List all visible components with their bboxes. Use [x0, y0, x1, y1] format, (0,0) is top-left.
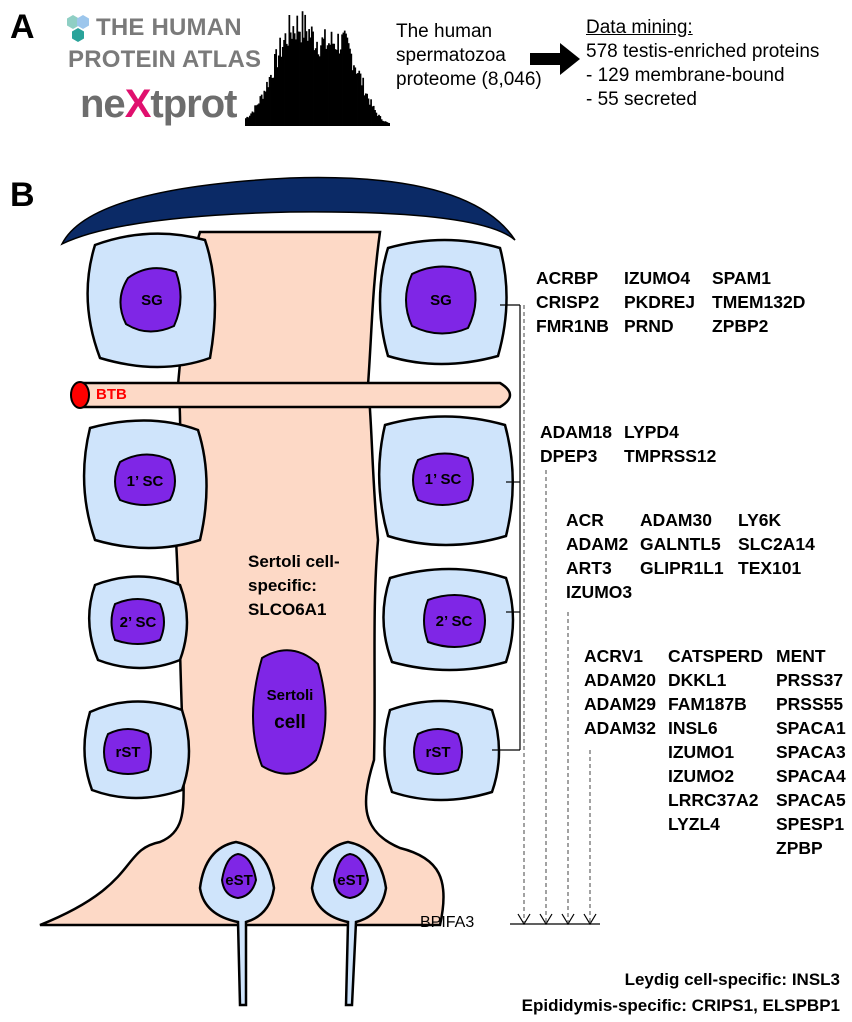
- gene-name: PKDREJ: [624, 290, 695, 314]
- gene-name: ZPBP: [776, 836, 846, 860]
- label-sg-left: SG: [141, 292, 163, 309]
- btb-marker: [71, 382, 89, 408]
- gene-column-3-1: ACRADAM2ART3IZUMO3: [566, 508, 632, 604]
- gene-name: ADAM29: [584, 692, 656, 716]
- gene-name: LYPD4: [624, 420, 716, 444]
- gene-name: LRRC37A2: [668, 788, 763, 812]
- gene-name: DKKL1: [668, 668, 763, 692]
- gene-name: ADAM32: [584, 716, 656, 740]
- label-est-left: eST: [225, 872, 253, 889]
- gene-name: FAM187B: [668, 692, 763, 716]
- gene-name: ACRBP: [536, 266, 609, 290]
- gene-column-4-3: MENTPRSS37PRSS55SPACA1SPACA3SPACA4SPACA5…: [776, 644, 846, 860]
- gene-name: IZUMO2: [668, 764, 763, 788]
- gene-column-1-2: IZUMO4PKDREJPRND: [624, 266, 695, 338]
- gene-name: SPAM1: [712, 266, 805, 290]
- label-sc1-right: 1’ SC: [425, 471, 462, 488]
- gene-name: SPACA5: [776, 788, 846, 812]
- label-rst-left: rST: [115, 744, 140, 761]
- gene-name: TEX101: [738, 556, 815, 580]
- gene-name: ADAM20: [584, 668, 656, 692]
- gene-column-4-1: ACRV1ADAM20ADAM29ADAM32: [584, 644, 656, 740]
- gene-name: GLIPR1L1: [640, 556, 724, 580]
- gene-name: ACR: [566, 508, 632, 532]
- label-sc2-left: 2’ SC: [120, 614, 157, 631]
- label-sc1-left: 1’ SC: [127, 473, 164, 490]
- gene-name: ART3: [566, 556, 632, 580]
- gene-name: GALNTL5: [640, 532, 724, 556]
- gene-column-1-1: ACRBPCRISP2FMR1NB: [536, 266, 609, 338]
- gene-name: LY6K: [738, 508, 815, 532]
- label-est-right: eST: [337, 872, 365, 889]
- bpifa3-label: BPIFA3: [420, 914, 474, 932]
- gene-column-3-2: ADAM30GALNTL5GLIPR1L1: [640, 508, 724, 580]
- gene-column-1-3: SPAM1TMEM132DZPBP2: [712, 266, 805, 338]
- label-sertoli-line1: Sertoli: [267, 687, 314, 704]
- arrowheads: [518, 914, 596, 924]
- gene-column-3-3: LY6KSLC2A14TEX101: [738, 508, 815, 580]
- gene-name: ACRV1: [584, 644, 656, 668]
- gene-name: ADAM2: [566, 532, 632, 556]
- sertoli-specific-line-1: Sertoli cell-: [248, 550, 340, 574]
- gene-name: MENT: [776, 644, 846, 668]
- gene-name: PRSS55: [776, 692, 846, 716]
- sertoli-specific-line-2: specific:: [248, 574, 340, 598]
- gene-name: SPESP1: [776, 812, 846, 836]
- gene-name: ADAM30: [640, 508, 724, 532]
- label-sg-right: SG: [430, 292, 452, 309]
- gene-name: FMR1NB: [536, 314, 609, 338]
- label-sc2-right: 2’ SC: [436, 613, 473, 630]
- gene-name: ZPBP2: [712, 314, 805, 338]
- gene-name: IZUMO1: [668, 740, 763, 764]
- gene-name: PRND: [624, 314, 695, 338]
- sertoli-specific: Sertoli cell- specific: SLCO6A1: [248, 550, 340, 622]
- gene-name: TMPRSS12: [624, 444, 716, 468]
- gene-name: CATSPERD: [668, 644, 763, 668]
- gene-name: INSL6: [668, 716, 763, 740]
- gene-name: TMEM132D: [712, 290, 805, 314]
- gene-name: PRSS37: [776, 668, 846, 692]
- gene-name: IZUMO4: [624, 266, 695, 290]
- gene-name: DPEP3: [540, 444, 612, 468]
- gene-name: SLC2A14: [738, 532, 815, 556]
- label-sertoli-line2: cell: [274, 712, 306, 733]
- gene-name: SPACA1: [776, 716, 846, 740]
- gene-name: LYZL4: [668, 812, 763, 836]
- gene-name: IZUMO3: [566, 580, 632, 604]
- btb-label: BTB: [96, 386, 127, 403]
- gene-name: SPACA3: [776, 740, 846, 764]
- gene-name: CRISP2: [536, 290, 609, 314]
- gene-name: SPACA4: [776, 764, 846, 788]
- sertoli-specific-line-3: SLCO6A1: [248, 598, 340, 622]
- label-rst-right: rST: [425, 744, 450, 761]
- btb-band: [80, 383, 510, 407]
- gene-name: ADAM18: [540, 420, 612, 444]
- epididymis-line: Epididymis-specific: CRIPS1, ELSPBP1: [522, 994, 840, 1018]
- leydig-line: Leydig cell-specific: INSL3: [625, 968, 840, 992]
- dashed-arrows: [524, 305, 590, 922]
